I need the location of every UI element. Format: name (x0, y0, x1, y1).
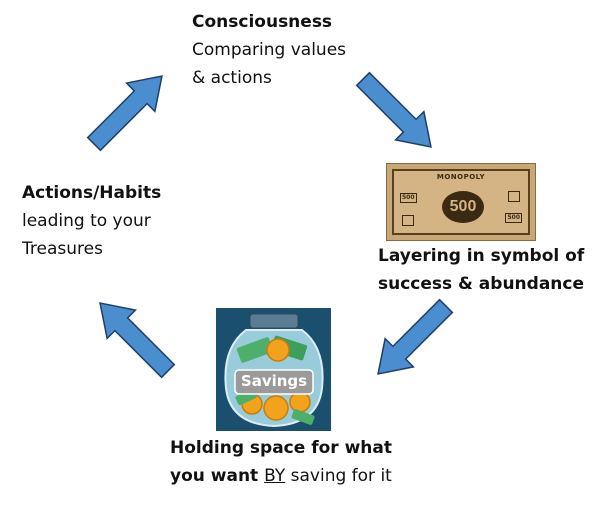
savings-jar-image: Savings (216, 308, 331, 431)
node-actions: Actions/Habits leading to your Treasures (22, 179, 161, 263)
bill-bank-text: MONOPOLY (433, 173, 489, 181)
bill-house-icon (402, 215, 414, 226)
bill-oval (442, 191, 484, 223)
node-consciousness: Consciousness Comparing values & actions (192, 8, 346, 92)
bill-corner-right: 500 (505, 213, 522, 223)
bill-car-icon (508, 191, 520, 202)
arrow-holding-to-actions (99, 302, 176, 379)
node-holding: Holding space for what you want BY savin… (170, 434, 392, 490)
node-holding-line2: you want BY saving for it (170, 466, 392, 486)
bill-amount: 500 (449, 198, 477, 215)
node-consciousness-line2: & actions (192, 68, 272, 88)
arrow-actions-to-consciousness (86, 75, 163, 152)
arrow-layering-to-holding (377, 298, 454, 375)
node-actions-line2: Treasures (22, 239, 103, 259)
bill-frame: MONOPOLY 500 500 500 (392, 169, 530, 235)
node-layering-line2: success & abundance (378, 274, 585, 294)
node-consciousness-title: Consciousness (192, 12, 333, 32)
bill-corner-left: 500 (400, 193, 417, 203)
node-consciousness-line1: Comparing values (192, 40, 347, 60)
monopoly-money-image: MONOPOLY 500 500 500 (386, 163, 536, 241)
node-actions-line1: leading to your (22, 211, 151, 231)
node-holding-line2-post: saving for it (285, 466, 392, 486)
jar-label: Savings (240, 372, 308, 390)
node-holding-underlined: BY (264, 466, 286, 486)
jar-drawing (224, 313, 324, 428)
node-layering-line1: Layering in symbol of (378, 246, 585, 266)
node-holding-line1: Holding space for what (170, 438, 392, 458)
arrow-consciousness-to-layering (355, 71, 432, 148)
node-actions-title: Actions/Habits (22, 183, 162, 203)
node-layering: Layering in symbol of success & abundanc… (378, 242, 584, 298)
